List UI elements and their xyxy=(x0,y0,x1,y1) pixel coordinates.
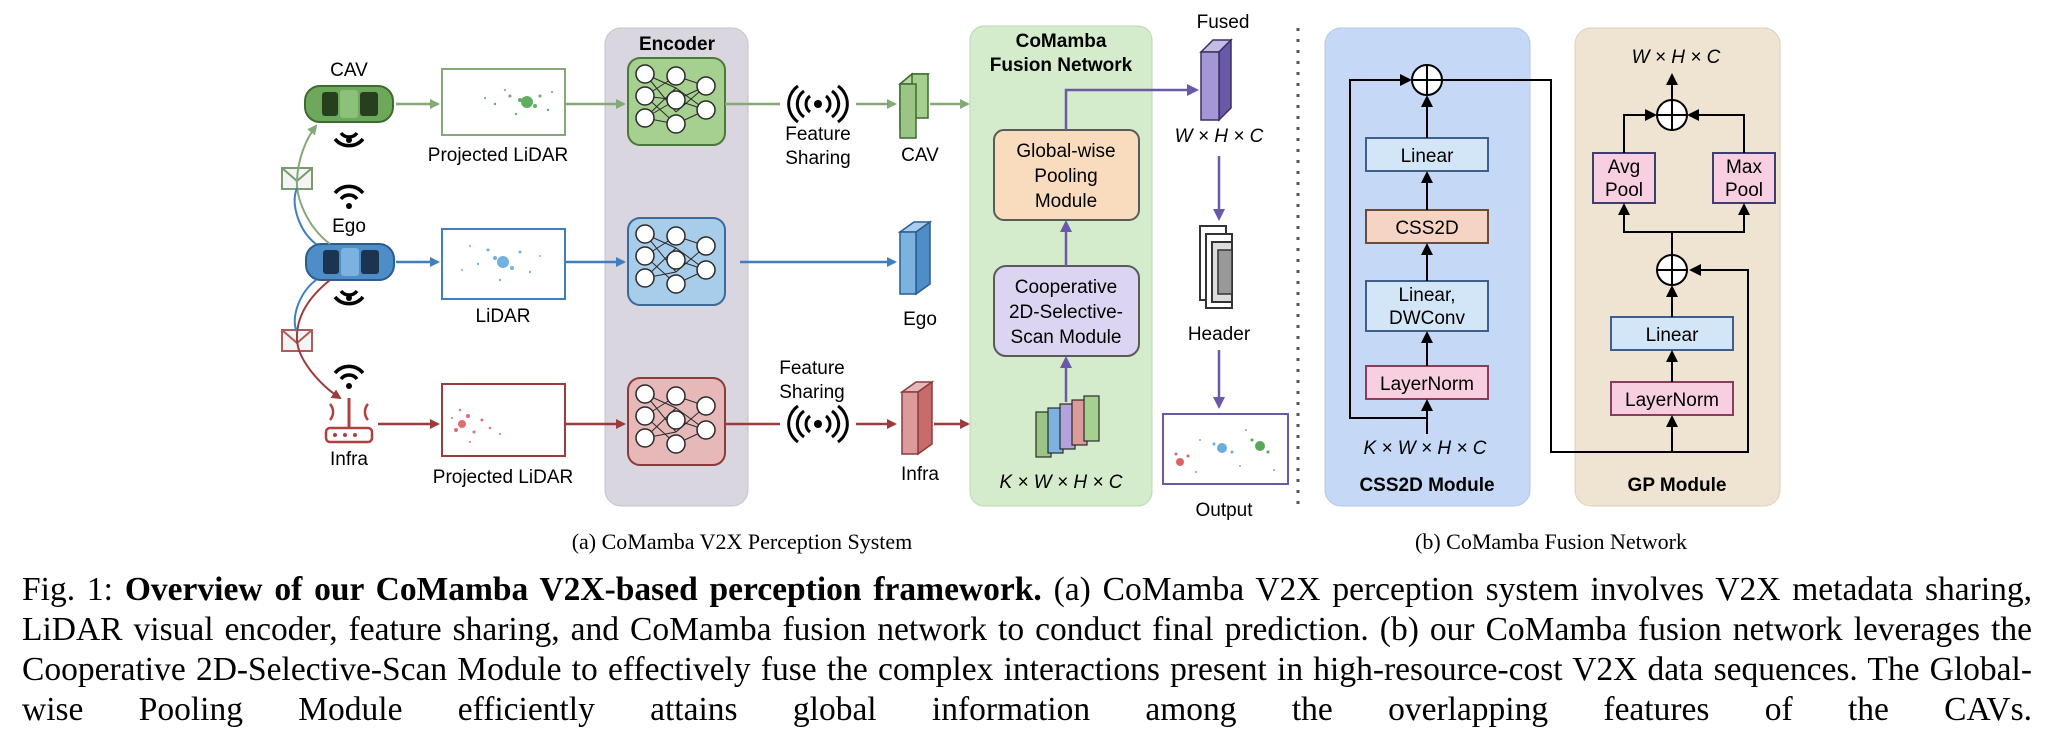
sharing-signal-icon xyxy=(787,404,849,444)
cav-label: CAV xyxy=(330,60,368,81)
css2d-linear-label: Linear xyxy=(1401,146,1454,167)
gp-out-dims: W × H × C xyxy=(1632,47,1721,68)
stack-dims-label: K × W × H × C xyxy=(999,472,1122,493)
css2d-add-node xyxy=(1411,64,1443,96)
encoder-title: Encoder xyxy=(639,34,716,55)
infra-feature-block xyxy=(899,380,935,456)
wireless-signal-icon xyxy=(333,289,365,306)
caption-prefix: Fig. 1: xyxy=(22,571,125,608)
css-module-line2: 2D-Selective- xyxy=(1009,302,1123,323)
css2d-css2d-label: CSS2D xyxy=(1395,218,1458,239)
infra-lidar-label: Projected LiDAR xyxy=(433,467,573,488)
wireless-signal-icon xyxy=(333,184,365,209)
output-image xyxy=(1162,413,1289,485)
gp-layernorm-label: LayerNorm xyxy=(1625,390,1719,411)
gp-max-line1: Max xyxy=(1726,157,1762,178)
gp-add-node-top xyxy=(1656,99,1688,131)
css2d-linear-dw-line1: Linear, xyxy=(1398,285,1455,306)
gp-max-to-add-arrow xyxy=(1687,109,1745,153)
feature-sharing-top-2: Sharing xyxy=(785,148,851,169)
wireless-signal-icon xyxy=(333,131,365,148)
framework-figure: Encoder CoMamba Fusion Network CAV Ego xyxy=(281,12,1781,554)
ego-label: Ego xyxy=(332,216,366,237)
css2d-linear-box xyxy=(1365,137,1489,172)
gp-avg-line2: Pool xyxy=(1605,180,1643,201)
gp-avg-to-add-arrow xyxy=(1623,109,1657,153)
gp-module-line2: Pooling xyxy=(1034,166,1097,187)
infra-router-icon xyxy=(324,398,374,444)
subcaption-b: (b) CoMamba Fusion Network xyxy=(1415,529,1687,554)
css-module-line1: Cooperative xyxy=(1015,277,1117,298)
ego-encoder-network xyxy=(627,217,726,306)
css2d-layernorm-label: LayerNorm xyxy=(1380,374,1474,395)
cav-encoder-network xyxy=(627,57,726,146)
fusion-title-line2: Fusion Network xyxy=(990,55,1133,76)
ego-lidar-label: LiDAR xyxy=(476,306,531,327)
gp-module-line1: Global-wise xyxy=(1016,141,1115,162)
header-label: Header xyxy=(1188,324,1251,345)
gp-add-node-mid xyxy=(1656,254,1688,286)
gp-to-fused-arrow xyxy=(1064,84,1199,130)
fused-feature-block xyxy=(1199,38,1233,122)
ego-car-icon xyxy=(305,243,395,281)
gp-module-line3: Module xyxy=(1035,191,1097,212)
output-pointcloud xyxy=(1174,429,1275,473)
infra-pointcloud xyxy=(451,408,501,443)
feature-sharing-top-1: Feature xyxy=(785,124,850,145)
ego-send-blue-curve xyxy=(293,187,317,245)
cav-pointcloud xyxy=(484,89,553,116)
fused-dims-label: W × H × C xyxy=(1175,126,1264,147)
gp-panel-title: GP Module xyxy=(1628,475,1727,496)
gp-avg-line1: Avg xyxy=(1608,157,1640,178)
caption-body: (a) CoMamba V2X perception system involv… xyxy=(22,571,2033,728)
infra-label: Infra xyxy=(330,449,368,470)
gp-mid-to-max-arrow xyxy=(1672,203,1750,233)
subcaption-a: (a) CoMamba V2X Perception System xyxy=(572,529,913,554)
gp-mid-to-avg-arrow xyxy=(1618,203,1673,255)
css2d-linear-dw-line2: DWConv xyxy=(1389,308,1466,329)
cav-car-icon xyxy=(304,85,394,123)
css2d-to-gp-connector xyxy=(1442,79,1749,453)
css-module-line3: Scan Module xyxy=(1011,327,1122,348)
css2d-skip-connection xyxy=(1349,74,1427,419)
infra-lidar-image xyxy=(441,383,566,457)
infra-feature-label: Infra xyxy=(901,464,939,485)
cav-feature-label: CAV xyxy=(901,145,939,166)
feature-sharing-bottom-1: Feature xyxy=(779,358,844,379)
fused-label: Fused xyxy=(1197,12,1250,33)
ego-feature-label: Ego xyxy=(903,309,937,330)
ego-send-blue-curve xyxy=(293,279,317,333)
feature-sharing-bottom-2: Sharing xyxy=(779,382,845,403)
ego-to-infra-connector xyxy=(295,279,342,400)
gp-linear-label: Linear xyxy=(1646,325,1699,346)
css2d-input-dims: K × W × H × C xyxy=(1363,438,1486,459)
gp-layernorm-box xyxy=(1610,381,1734,416)
ego-pointcloud xyxy=(461,245,541,282)
output-label: Output xyxy=(1195,500,1253,521)
caption-bold-title: Overview of our CoMamba V2X-based percep… xyxy=(124,571,1042,608)
header-stack-icon xyxy=(1199,225,1233,309)
cav-lidar-image xyxy=(441,68,566,136)
cav-lidar-label: Projected LiDAR xyxy=(428,145,568,166)
css2d-panel-title: CSS2D Module xyxy=(1359,475,1494,496)
infra-encoder-network xyxy=(627,377,726,466)
fusion-title-line1: CoMamba xyxy=(1016,31,1107,52)
wireless-signal-icon xyxy=(333,364,365,389)
gp-linear-box xyxy=(1610,316,1734,351)
gp-max-line2: Pool xyxy=(1725,180,1763,201)
figure-caption: Fig. 1: Overview of our CoMamba V2X-base… xyxy=(22,570,2032,730)
cav-feature-block xyxy=(897,72,931,139)
sharing-signal-icon xyxy=(787,84,849,124)
stacked-feature-block xyxy=(1035,395,1100,458)
ego-feature-block xyxy=(897,220,933,296)
ego-to-cav-connector xyxy=(295,124,331,245)
